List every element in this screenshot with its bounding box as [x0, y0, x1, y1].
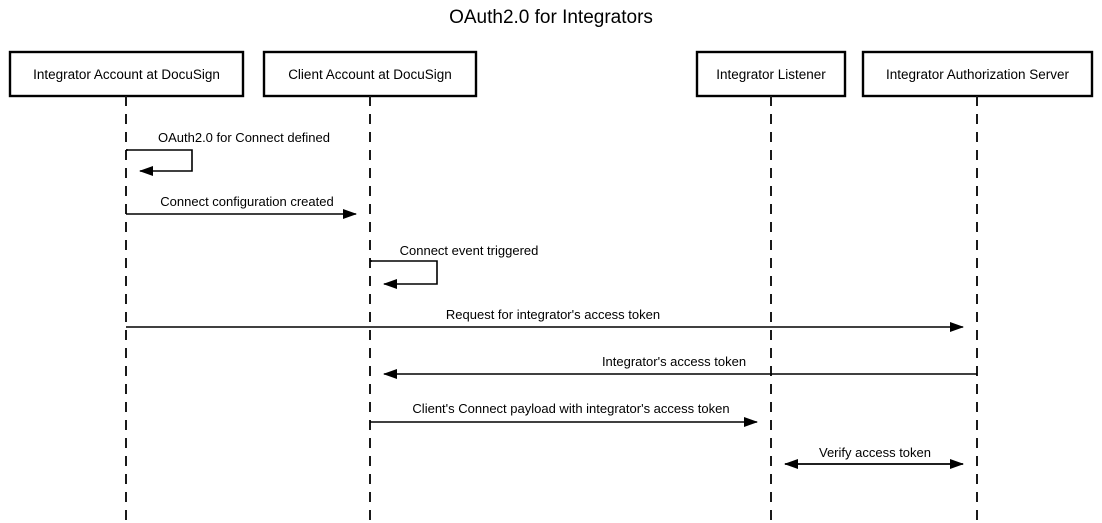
self-message-path[interactable] — [126, 149, 193, 176]
message-label: Connect configuration created — [160, 194, 333, 209]
participant-integrator-auth-server[interactable]: Integrator Authorization Server — [861, 50, 1094, 98]
message-label: Client's Connect payload with integrator… — [412, 401, 729, 416]
participant-box[interactable] — [861, 50, 1094, 98]
message-4[interactable]: Request for integrator's access token — [126, 307, 964, 332]
message-7[interactable]: Verify access token — [784, 445, 964, 469]
message-2[interactable]: Connect configuration created — [126, 194, 357, 219]
participant-integrator-listener[interactable]: Integrator Listener — [695, 50, 847, 98]
participant-label: Integrator Account at DocuSign — [33, 67, 220, 82]
diagram-title-group: OAuth2.0 for Integrators — [449, 7, 653, 28]
message-3[interactable]: Connect event triggered — [370, 243, 539, 289]
participant-client-account[interactable]: Client Account at DocuSign — [262, 50, 478, 98]
self-message-path[interactable] — [370, 260, 438, 289]
message-5[interactable]: Integrator's access token — [383, 354, 977, 379]
participant-box[interactable] — [8, 50, 245, 98]
message-label: Connect event triggered — [400, 243, 539, 258]
message-label: Integrator's access token — [602, 354, 746, 369]
participant-label: Client Account at DocuSign — [288, 67, 452, 82]
message-1[interactable]: OAuth2.0 for Connect defined — [126, 130, 330, 176]
participant-label: Integrator Listener — [716, 67, 826, 82]
message-label: Request for integrator's access token — [446, 307, 660, 322]
participant-label: Integrator Authorization Server — [886, 67, 1070, 82]
participants-layer: Integrator Account at DocuSign Client Acc… — [8, 50, 1094, 98]
diagram-title: OAuth2.0 for Integrators — [449, 7, 653, 28]
participant-box[interactable] — [262, 50, 478, 98]
message-6[interactable]: Client's Connect payload with integrator… — [370, 401, 758, 427]
participant-integrator-account[interactable]: Integrator Account at DocuSign — [8, 50, 245, 98]
message-label: Verify access token — [819, 445, 931, 460]
message-label: OAuth2.0 for Connect defined — [158, 130, 330, 145]
